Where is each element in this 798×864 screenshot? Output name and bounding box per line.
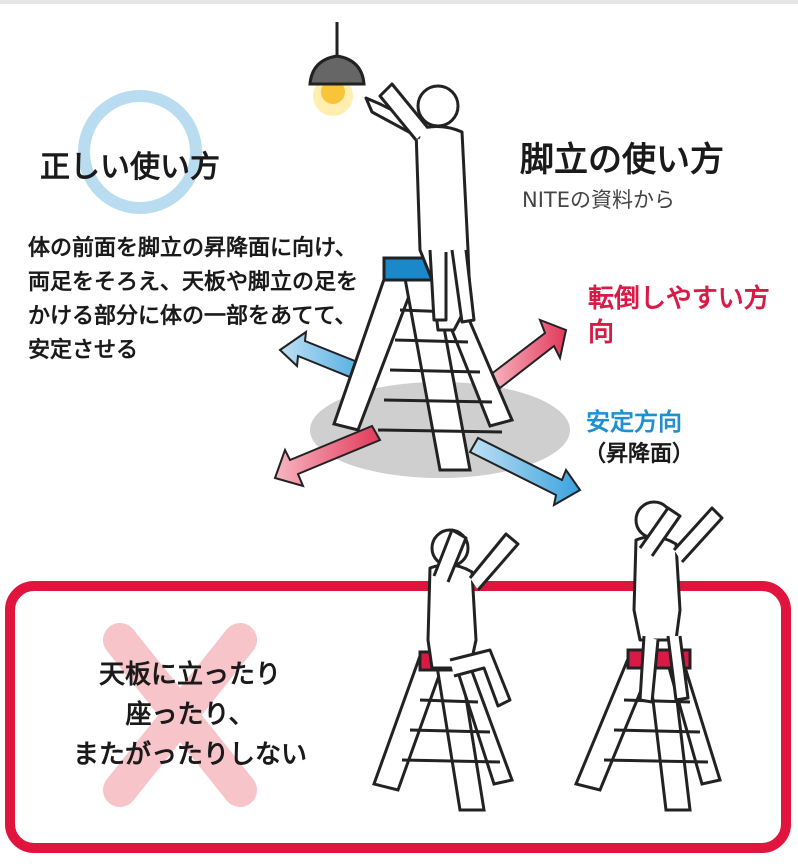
bad-usage-line: またがったりしない [72, 740, 307, 770]
tip-arrow [273, 318, 568, 488]
stable-direction-sub: （昇降面） [584, 442, 695, 467]
lamp-icon [308, 22, 366, 116]
tip-direction-label: 転倒しやすい方向 [588, 284, 770, 348]
person-figure-main [364, 82, 476, 332]
correct-usage-title: 正しい使い方 [40, 150, 220, 185]
correct-usage-description: 体の前面を脚立の昇降面に向け、両足をそろえ、天板や脚立の足をかける部分に体の一部… [28, 236, 359, 363]
bad-usage-line: 座ったり、 [125, 700, 255, 730]
person-figure-sitting [426, 528, 520, 708]
title-ring [78, 90, 202, 214]
main-title: 脚立の使い方 [520, 140, 724, 180]
cross-mark-icon [103, 623, 257, 807]
stable-direction-label: 安定方向 [586, 408, 682, 436]
bad-usage-text: 天板に立ったり 座ったり、 またがったりしない [0, 655, 380, 775]
stepladder-bad-1 [372, 650, 515, 812]
source-note: NITEの資料から [522, 188, 675, 212]
top-border [0, 0, 798, 4]
bad-usage-line: 天板に立ったり [98, 660, 281, 690]
person-figure-straddling [632, 500, 724, 704]
